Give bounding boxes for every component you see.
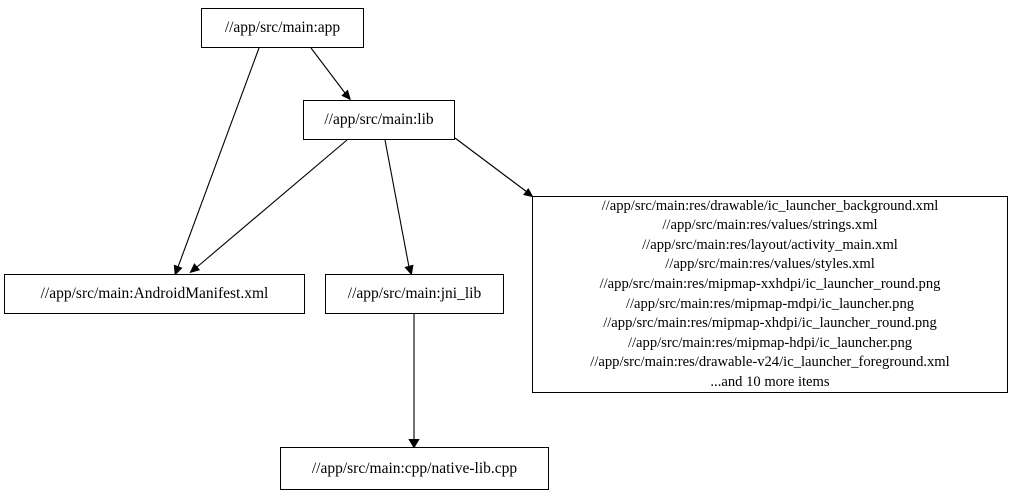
node-app[interactable]: //app/src/main:app bbox=[201, 8, 364, 48]
node-lib-label: //app/src/main:lib bbox=[324, 111, 434, 129]
node-native-lib-cpp-label: //app/src/main:cpp/native-lib.cpp bbox=[311, 459, 518, 477]
edge-lib-to-jni-lib bbox=[384, 139, 414, 276]
node-android-manifest-label: //app/src/main:AndroidManifest.xml bbox=[40, 285, 269, 303]
edge-lib-to-resources bbox=[454, 137, 534, 198]
edge-app-to-manifest bbox=[173, 47, 260, 276]
node-native-lib-cpp[interactable]: //app/src/main:cpp/native-lib.cpp bbox=[280, 447, 549, 490]
node-jni-lib[interactable]: //app/src/main:jni_lib bbox=[325, 274, 504, 314]
node-lib[interactable]: //app/src/main:lib bbox=[303, 100, 455, 140]
node-resources-label: //app/src/main:res/drawable/ic_launcher_… bbox=[590, 197, 950, 390]
edge-lib-to-manifest bbox=[189, 139, 348, 274]
edge-jni-lib-to-native-lib bbox=[408, 314, 420, 449]
node-app-label: //app/src/main:app bbox=[224, 19, 341, 37]
node-android-manifest[interactable]: //app/src/main:AndroidManifest.xml bbox=[4, 274, 305, 314]
node-jni-lib-label: //app/src/main:jni_lib bbox=[347, 285, 482, 303]
node-resources[interactable]: //app/src/main:res/drawable/ic_launcher_… bbox=[532, 196, 1008, 393]
edge-app-to-lib bbox=[310, 47, 351, 101]
